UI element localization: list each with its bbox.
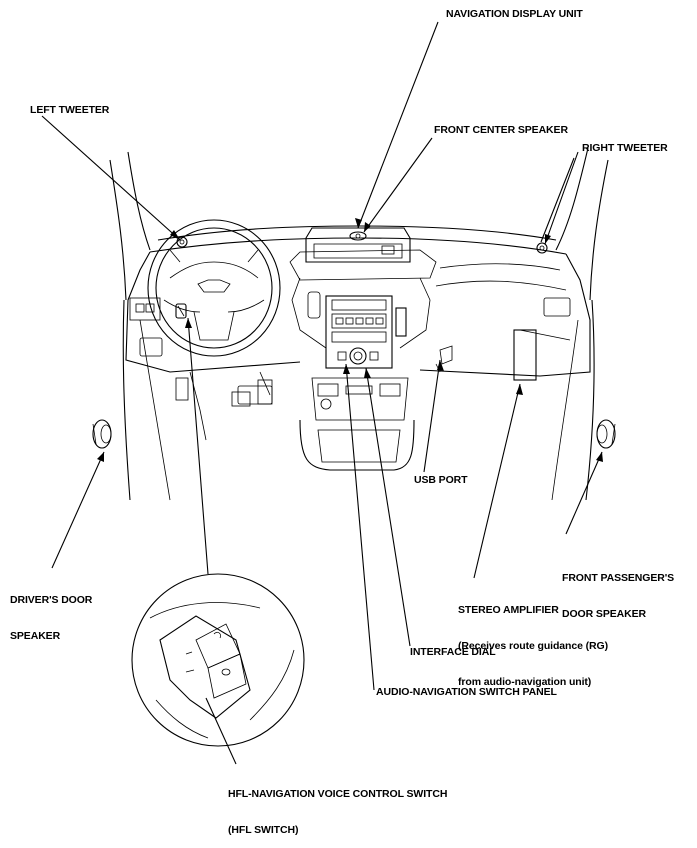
hfl-switch-on-wheel xyxy=(175,303,187,319)
right-tweeter-speaker xyxy=(536,242,548,254)
label-line: from audio-navigation unit) xyxy=(458,676,592,688)
label-left-tweeter: LEFT TWEETER xyxy=(30,104,110,116)
pedals xyxy=(175,377,273,407)
label-right-tweeter: RIGHT TWEETER xyxy=(582,142,668,154)
label-drivers-door-speaker: DRIVER'S DOOR SPEAKER xyxy=(10,570,92,654)
label-front-passengers-door-speaker: FRONT PASSENGER'S DOOR SPEAKER xyxy=(562,548,674,632)
label-navigation-display-unit: NAVIGATION DISPLAY UNIT xyxy=(446,8,583,20)
center-stack xyxy=(299,291,415,471)
label-front-center-speaker: FRONT CENTER SPEAKER xyxy=(434,124,568,136)
steering-wheel xyxy=(147,219,281,357)
label-line: (HFL SWITCH) xyxy=(228,824,299,836)
front-passengers-door-speaker xyxy=(596,419,616,449)
cabin-outline xyxy=(109,147,609,501)
leader-lines xyxy=(41,21,603,765)
label-line: DOOR SPEAKER xyxy=(562,608,646,620)
label-interface-dial: INTERFACE DIAL xyxy=(410,646,496,658)
detail-magnifier xyxy=(131,573,305,747)
label-audio-navigation-switch-panel: AUDIO-NAVIGATION SWITCH PANEL xyxy=(376,686,557,698)
label-hfl-switch: HFL-NAVIGATION VOICE CONTROL SWITCH (HFL… xyxy=(228,764,447,848)
label-usb-port: USB PORT xyxy=(414,474,468,486)
navigation-display xyxy=(305,227,411,263)
label-line: FRONT PASSENGER'S xyxy=(562,572,675,584)
label-line: SPEAKER xyxy=(10,630,61,642)
label-stereo-amplifier: STEREO AMPLIFIER (Receives route guidanc… xyxy=(458,580,608,700)
label-line: (Receives route guidance (RG) xyxy=(458,640,608,652)
dashboard-diagram xyxy=(41,21,616,765)
left-tweeter-speaker xyxy=(176,236,188,248)
label-line: HFL-NAVIGATION VOICE CONTROL SWITCH xyxy=(228,788,448,800)
passenger-side xyxy=(435,329,537,381)
drivers-door-speaker xyxy=(92,419,112,449)
dashboard xyxy=(125,225,591,441)
arrowheads xyxy=(97,218,603,462)
label-line: DRIVER'S DOOR xyxy=(10,594,93,606)
label-line: STEREO AMPLIFIER xyxy=(458,604,559,616)
